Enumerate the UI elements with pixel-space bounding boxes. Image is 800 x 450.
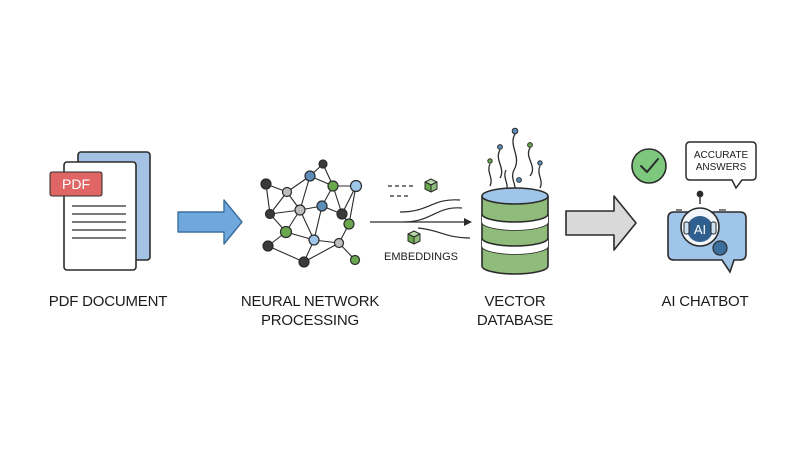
embeddings-flow-lines	[370, 185, 471, 239]
step-label-line: NEURAL NETWORK	[240, 293, 380, 310]
step-label-ai-chatbot: AI CHATBOT	[640, 292, 770, 311]
embeddings-label: EMBEDDINGS	[384, 251, 458, 263]
speech-bubble-icon: ACCURATE ANSWERS	[685, 141, 757, 190]
data-stream-dots	[487, 127, 543, 183]
embeddings-arrowhead-icon	[464, 218, 472, 226]
pdf-badge-text: PDF	[62, 176, 90, 192]
step-label-pdf-document: PDF DOCUMENT	[38, 292, 178, 311]
speech-bubble-line-1: ACCURATE	[694, 150, 749, 161]
arrow-right-icon	[177, 199, 243, 245]
step-label-vector-database: VECTOR DATABASE	[450, 292, 580, 330]
pdf-document-icon: PDF	[49, 151, 151, 271]
pdf-text-lines	[72, 205, 126, 239]
chatbot-icon	[667, 190, 747, 274]
pdf-badge	[49, 171, 103, 197]
step-label-neural-network: NEURAL NETWORK PROCESSING	[230, 292, 390, 330]
data-stream-lines	[488, 133, 542, 193]
database-cylinder-icon	[481, 187, 549, 275]
step-label-line: DATABASE	[476, 312, 554, 329]
arrow-right-icon	[565, 195, 637, 251]
network-nodes	[260, 159, 363, 268]
checkmark-icon	[631, 148, 667, 184]
step-label-line: VECTOR	[484, 293, 546, 310]
chatbot-avatar-text: AI	[694, 222, 706, 237]
cube-icon	[407, 230, 421, 245]
step-label-line: PROCESSING	[260, 312, 360, 329]
cube-icon	[424, 178, 438, 193]
step-label-line: PDF DOCUMENT	[48, 293, 168, 310]
speech-bubble-line-2: ANSWERS	[696, 162, 747, 173]
step-label-line: AI CHATBOT	[661, 293, 749, 310]
